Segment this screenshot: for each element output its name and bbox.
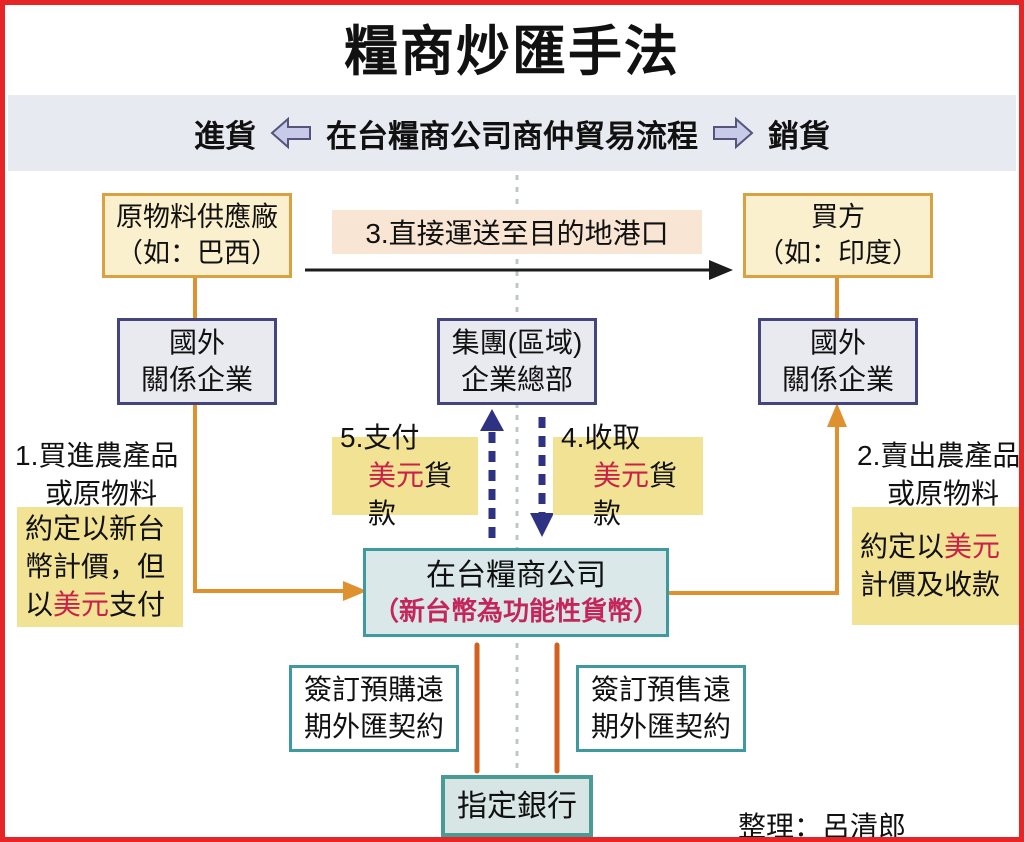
left-note-line2: 幣計價，但: [25, 551, 166, 583]
buyer-line1: 買方: [811, 202, 865, 233]
right-affiliate-line1: 國外: [809, 327, 866, 359]
step1-text: 1.買進農產品 或原物料: [15, 437, 195, 513]
usd-highlight: 美元: [368, 460, 425, 492]
outbound-label: 銷貨: [768, 118, 830, 154]
step5-line1: 5.支付: [340, 422, 420, 454]
page-title: 糧商炒匯手法: [344, 22, 680, 82]
company-to-affiliate-arrow-head: [827, 403, 847, 427]
affiliate-to-company-arrow-head: [343, 581, 367, 601]
taiwan-company-note: （新台幣為功能性貨幣）: [372, 596, 659, 627]
bank-node: 指定銀行: [441, 775, 593, 837]
flow-header-band: 進貨 在台糧商公司商仲貿易流程 銷貨: [8, 95, 1016, 171]
taiwan-company-node: 在台糧商公司 （新台幣為功能性貨幣）: [363, 548, 669, 637]
inbound-label: 進貨: [194, 118, 256, 154]
step5-box: 5.支付 美元貨款: [332, 422, 478, 529]
forward-sell-node: 簽訂預售遠 期外匯契約: [576, 665, 746, 752]
arrow-left-icon: [270, 116, 312, 150]
forward-buy-line1: 簽訂預購遠: [303, 674, 444, 706]
step2-line2: 或原物料: [887, 477, 1000, 509]
left-affiliate-line1: 國外: [168, 327, 225, 359]
ship-step-band: 3.直接運送至目的地港口: [332, 210, 702, 254]
right-affiliate-line2: 關係企業: [781, 363, 894, 395]
connector-layer: [193, 175, 847, 775]
left-note-box: 約定以新台 幣計價，但 以美元支付: [17, 507, 183, 627]
receive-usd-arrow-head: [530, 513, 554, 537]
step5-line2: 美元貨款: [368, 460, 453, 529]
pay-usd-arrow-head: [480, 409, 504, 431]
supplier-line2: （如：巴西）: [116, 237, 278, 268]
step1-line2: 或原物料: [45, 477, 158, 509]
right-affiliate-node: 國外 關係企業: [758, 318, 918, 405]
forward-buy-line2: 期外匯契約: [303, 710, 444, 742]
usd-highlight: 美元: [944, 531, 1001, 563]
right-note-line2: 計價及收款: [860, 569, 1001, 600]
step4-line2: 美元貨款: [593, 460, 678, 529]
ship-step-label: 3.直接運送至目的地港口: [365, 218, 669, 249]
step2-line1: 2.賣出農產品: [857, 440, 1021, 471]
flow-title-label: 在台糧商公司商仲貿易流程: [326, 118, 698, 154]
usd-highlight: 美元: [593, 460, 650, 492]
ship-arrow-head: [709, 260, 733, 280]
supplier-line1: 原物料供應廠: [116, 202, 278, 233]
forward-buy-node: 簽訂預購遠 期外匯契約: [289, 665, 459, 752]
left-note-line3: 以美元支付: [25, 588, 166, 620]
affiliate-to-company-elbow: [193, 404, 345, 593]
left-note-line1: 約定以新台: [25, 513, 166, 545]
taiwan-company-name: 在台糧商公司: [426, 559, 606, 593]
step4-box: 4.收取 美元貨款: [553, 422, 703, 529]
right-note-box: 約定以美元 計價及收款: [852, 507, 1019, 625]
supplier-node: 原物料供應廠 （如：巴西）: [102, 193, 292, 278]
buyer-line2: （如：印度）: [757, 237, 919, 268]
buyer-node: 買方 （如：印度）: [743, 193, 933, 278]
left-affiliate-node: 國外 關係企業: [117, 318, 277, 405]
bank-label: 指定銀行: [457, 789, 577, 823]
forward-sell-line2: 期外匯契約: [590, 710, 731, 742]
arrow-right-icon: [712, 116, 754, 150]
hq-node: 集團(區域) 企業總部: [437, 318, 597, 405]
left-affiliate-line2: 關係企業: [140, 363, 253, 395]
credit-text: 整理：呂清郎: [738, 811, 907, 842]
hq-line1: 集團(區域): [451, 327, 583, 359]
step2-text: 2.賣出農產品 或原物料: [857, 437, 1021, 513]
step1-line1: 1.買進農產品: [15, 440, 179, 471]
company-to-affiliate-elbow: [669, 425, 839, 595]
step4-line1: 4.收取: [561, 422, 641, 454]
usd-highlight: 美元: [53, 588, 110, 620]
right-note-line1: 約定以美元: [860, 531, 1001, 563]
hq-line2: 企業總部: [460, 363, 573, 395]
forward-sell-line1: 簽訂預售遠: [590, 674, 731, 706]
